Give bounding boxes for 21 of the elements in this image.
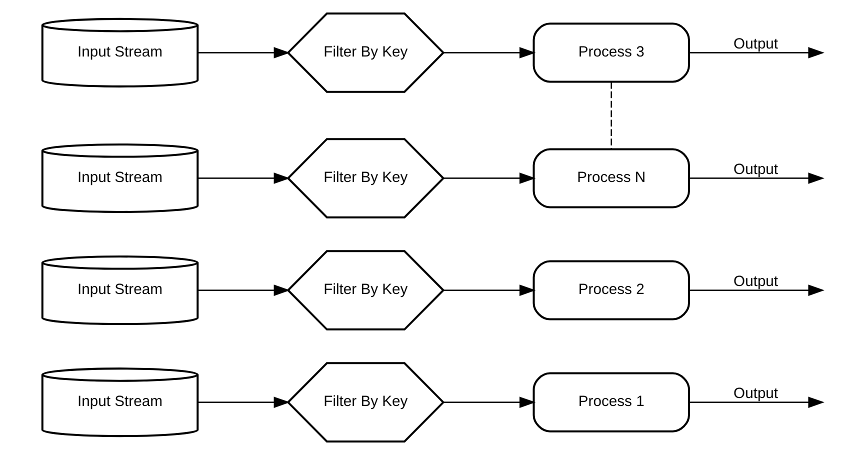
edge-label: Output — [734, 162, 778, 178]
edge-label: Output — [734, 274, 778, 290]
arrow — [689, 284, 824, 296]
node-box: Process 2 — [532, 260, 690, 320]
arrow — [198, 284, 290, 296]
arrow — [444, 47, 536, 58]
arrow — [198, 396, 290, 408]
arrow — [444, 284, 536, 296]
node-box: Process N — [532, 148, 690, 208]
connector — [610, 82, 612, 149]
arrow — [444, 172, 536, 184]
node-box: Process 3 — [532, 22, 690, 83]
arrow — [689, 172, 824, 184]
arrow — [198, 47, 290, 58]
edge-label: Output — [734, 36, 778, 52]
node-box: Process 1 — [532, 372, 690, 432]
arrow — [198, 172, 290, 184]
edge-label: Output — [734, 386, 778, 402]
arrow — [689, 396, 824, 408]
arrow — [689, 47, 824, 58]
arrow — [444, 396, 536, 408]
